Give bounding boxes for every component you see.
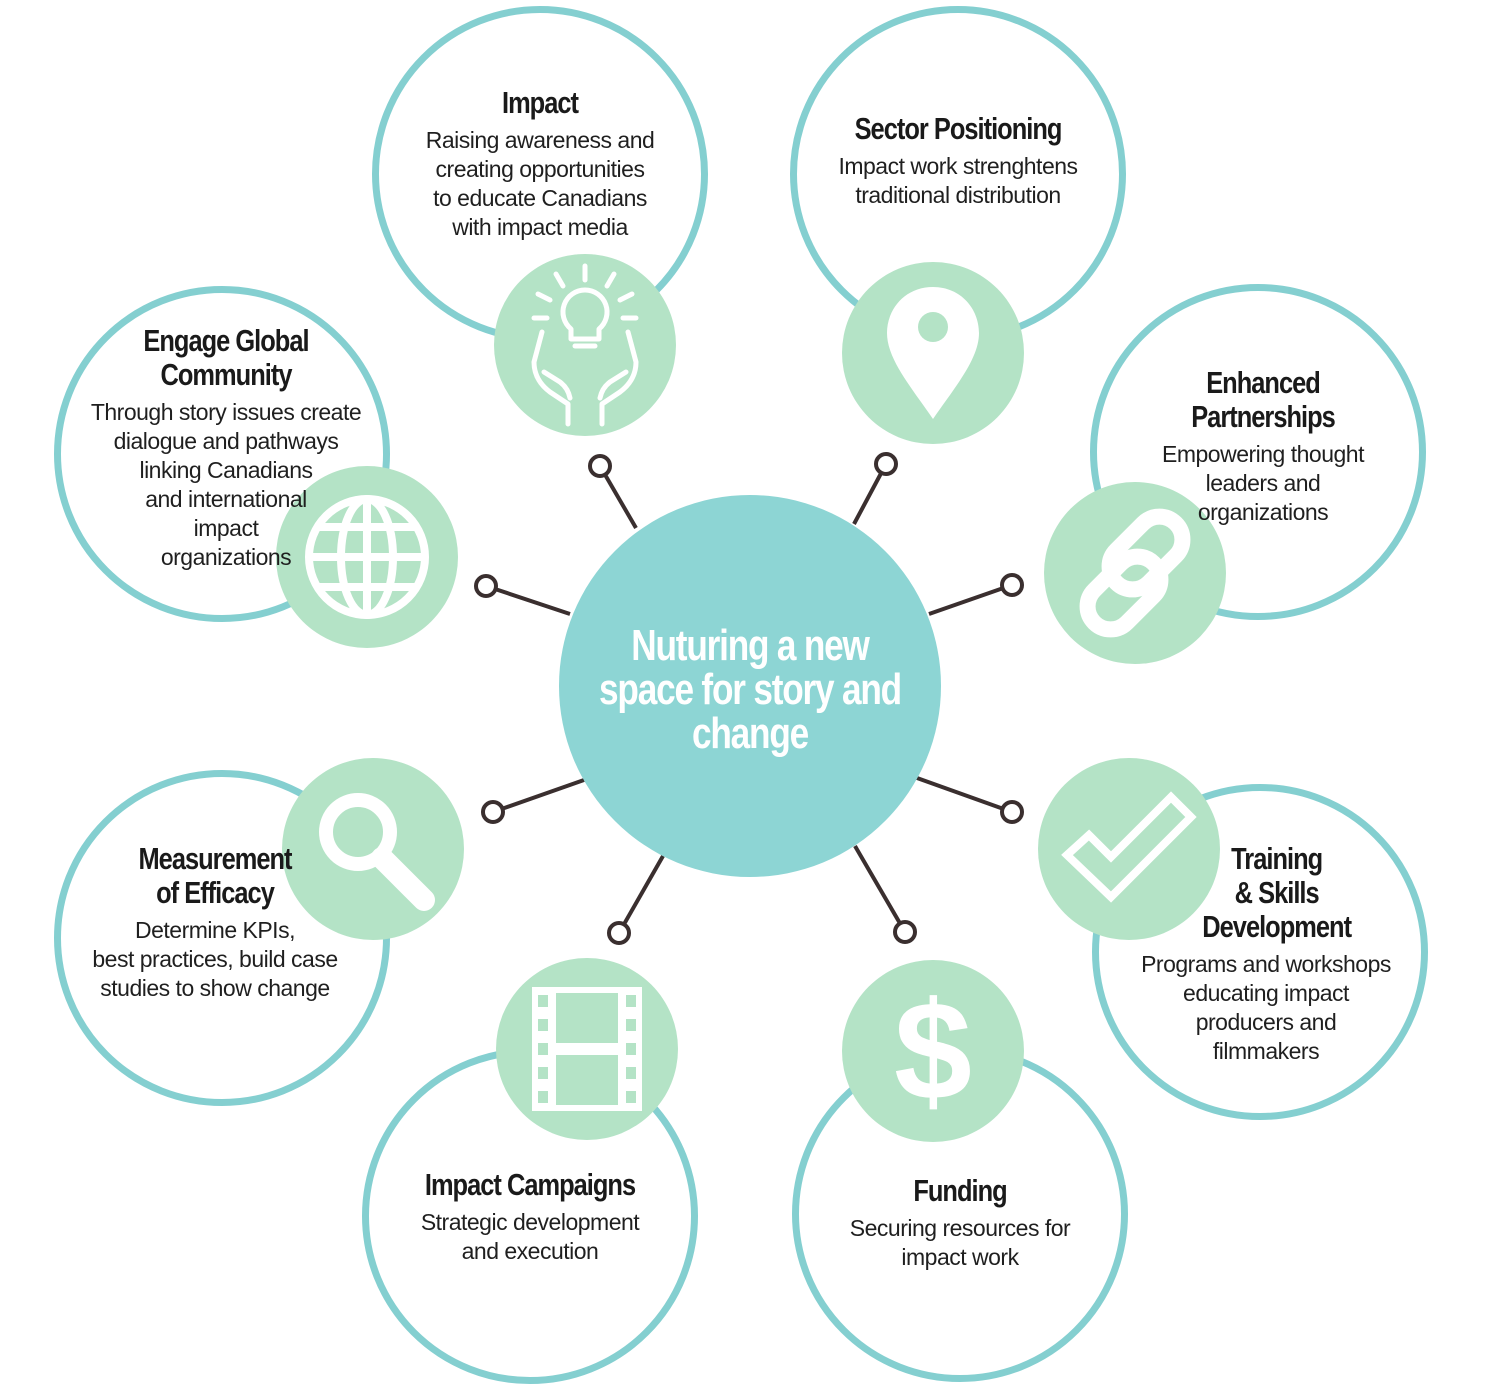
sector-title: Sector Positioning bbox=[854, 111, 1063, 146]
global-title: Engage Global Community bbox=[143, 323, 309, 392]
impact-badge bbox=[494, 254, 676, 436]
funding-badge: $ bbox=[842, 960, 1024, 1142]
sector-description: Impact work strenghtens traditional dist… bbox=[838, 153, 1078, 208]
global-description: Through story issues create dialogue and… bbox=[90, 399, 362, 570]
center-title: Nuturing a new space for story and chang… bbox=[599, 621, 902, 758]
connector-partnerships bbox=[928, 583, 1013, 616]
connector-node-training bbox=[1000, 800, 1024, 824]
partnerships-title: Enhanced Partnerships bbox=[1191, 365, 1336, 434]
partnerships-description: Empowering thought leaders and organizat… bbox=[1162, 441, 1364, 525]
svg-text:$: $ bbox=[894, 981, 972, 1121]
partnerships-text: Enhanced Partnerships Empowering thought… bbox=[1122, 366, 1404, 527]
partnerships-badge bbox=[1044, 482, 1226, 664]
training-description: Programs and workshops educating impact … bbox=[1141, 951, 1391, 1064]
sector-badge bbox=[842, 262, 1024, 444]
impact-text: Impact Raising awareness and creating op… bbox=[404, 86, 676, 242]
connector-funding bbox=[853, 844, 907, 934]
campaigns-text: Impact Campaigns Strategic development a… bbox=[390, 1168, 670, 1266]
impact-description: Raising awareness and creating opportuni… bbox=[425, 127, 655, 240]
connector-node-global bbox=[474, 574, 498, 598]
funding-title: Funding bbox=[913, 1173, 1007, 1208]
connector-measurement bbox=[492, 778, 585, 814]
globe-icon bbox=[305, 495, 429, 619]
global-badge bbox=[276, 466, 458, 648]
measurement-description: Determine KPIs, best practices, build ca… bbox=[92, 917, 338, 1001]
campaigns-title: Impact Campaigns bbox=[424, 1167, 636, 1202]
sector-text: Sector Positioning Impact work strenghte… bbox=[808, 112, 1108, 210]
connector-global bbox=[485, 584, 571, 616]
magnifier-icon bbox=[319, 793, 435, 911]
campaigns-description: Strategic development and execution bbox=[420, 1209, 640, 1264]
funding-description: Securing resources for impact work bbox=[849, 1215, 1071, 1270]
film-strip-icon bbox=[532, 987, 642, 1111]
training-ring bbox=[1092, 784, 1428, 1120]
global-text: Engage Global Community Through story is… bbox=[80, 324, 372, 572]
connector-node-measurement bbox=[481, 800, 505, 824]
center-circle bbox=[559, 495, 941, 877]
campaigns-badge bbox=[496, 958, 678, 1140]
connector-node-impact bbox=[588, 454, 612, 478]
connector-node-partnerships bbox=[1000, 573, 1024, 597]
measurement-title: Measurement of Efficacy bbox=[138, 841, 292, 910]
measurement-text: Measurement of Efficacy Determine KPIs, … bbox=[72, 842, 358, 1003]
funding-text: Funding Securing resources for impact wo… bbox=[820, 1174, 1100, 1272]
dollar-icon: $ bbox=[894, 981, 972, 1121]
connector-node-sector bbox=[874, 452, 898, 476]
checkmark-icon bbox=[1061, 791, 1197, 903]
impact-title: Impact bbox=[501, 85, 579, 120]
training-badge bbox=[1038, 758, 1220, 940]
connector-training bbox=[916, 776, 1013, 814]
measurement-badge bbox=[282, 758, 464, 940]
connector-campaigns bbox=[617, 855, 665, 934]
training-title: Training & Skills Development bbox=[1202, 841, 1352, 944]
connector-node-campaigns bbox=[607, 921, 631, 945]
chain-link-icon bbox=[1079, 508, 1191, 638]
training-text: Training & Skills Development Programs a… bbox=[1122, 842, 1410, 1066]
map-pin-icon bbox=[887, 287, 979, 419]
connector-node-funding bbox=[893, 920, 917, 944]
lightbulb-hands-icon bbox=[531, 263, 639, 427]
